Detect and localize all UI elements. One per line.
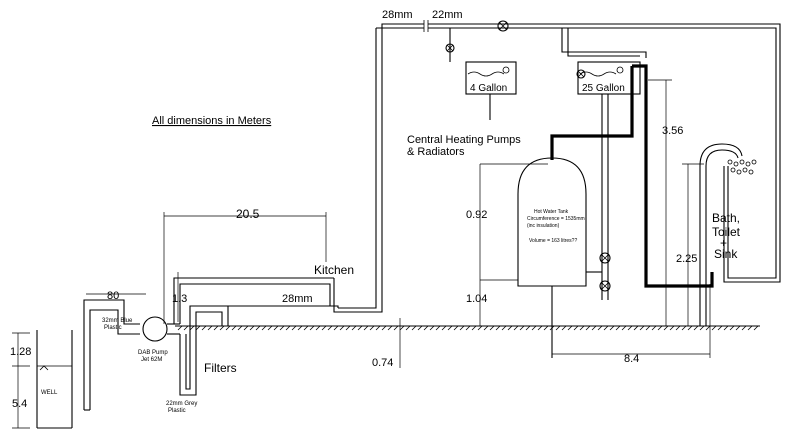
shower-head xyxy=(699,143,757,175)
top-valve xyxy=(497,20,509,32)
kitchen-label: Kitchen xyxy=(314,263,354,277)
bath-line-4: Sink xyxy=(714,247,738,261)
dim-54: 5.4 xyxy=(12,398,27,410)
svg-text:2.25: 2.25 xyxy=(676,253,697,265)
pump-model: Jet 62M xyxy=(141,357,162,363)
svg-text:20.5: 20.5 xyxy=(236,207,260,221)
hwt-line-4: Volume = 163 litres?? xyxy=(529,238,577,244)
pipe-grey-label-1: 22mm Grey xyxy=(166,401,197,407)
main-riser xyxy=(333,23,424,313)
pipe-28mm-top: 28mm xyxy=(382,9,413,21)
well-label: WELL xyxy=(41,390,58,396)
hot-water-tank: Hot Water Tank Circumference = 1535mm (i… xyxy=(517,157,587,287)
pipe-blue-label-1: 32mm Blue xyxy=(102,318,133,324)
bath-line-1: Bath, xyxy=(712,211,740,225)
tank-4-label: 4 Gallon xyxy=(470,83,507,94)
svg-text:80: 80 xyxy=(107,290,119,302)
central-heating-line-2: & Radiators xyxy=(407,146,465,158)
filters-label: Filters xyxy=(204,361,237,375)
svg-text:1.3: 1.3 xyxy=(172,293,187,305)
pipe-28mm-lower: 28mm xyxy=(282,293,313,305)
ground-line xyxy=(175,325,760,331)
pipe-blue-label-2: Plastic xyxy=(104,325,122,331)
dim-356: 3.56 xyxy=(648,79,683,326)
dim-13: 1.3 xyxy=(172,272,187,322)
kitchen-pipe xyxy=(228,305,339,308)
pump-label: DAB Pump xyxy=(138,350,168,356)
dim-80: 80 xyxy=(86,290,146,302)
dim-092: 0.92 1.04 xyxy=(466,163,548,326)
tank-25-label: 25 Gallon xyxy=(582,83,625,94)
dim-104: 1.04 xyxy=(466,293,487,305)
svg-text:0.92: 0.92 xyxy=(466,209,487,221)
dim-128: 1.28 xyxy=(10,346,31,358)
well-suction-pipe xyxy=(83,299,140,372)
svg-text:3.56: 3.56 xyxy=(662,125,683,137)
hot-water-pipe xyxy=(632,64,714,288)
svg-text:0.74: 0.74 xyxy=(372,357,393,369)
dimensions-note: All dimensions in Meters xyxy=(152,115,272,127)
central-heating-line-1: Central Heating Pumps xyxy=(407,134,521,146)
pipe-22mm-top: 22mm xyxy=(432,9,463,21)
hwt-line-3: (inc insulation) xyxy=(527,223,560,229)
valve-25g xyxy=(576,69,586,79)
svg-text:8.4: 8.4 xyxy=(624,353,639,365)
bath-line-3: + xyxy=(720,236,727,250)
dim-well-height: 1.28 5.4 xyxy=(10,332,31,429)
pipe-grey-label-2: Plastic xyxy=(168,408,186,414)
valve-4g xyxy=(445,43,455,53)
hwt-line-2: Circumference = 1535mm xyxy=(527,216,585,222)
well: WELL xyxy=(36,330,73,429)
pipe-22mm-grey xyxy=(179,311,223,396)
tank-valve-2 xyxy=(599,280,611,292)
tank-valve-1 xyxy=(599,252,611,264)
hwt-line-1: Hot Water Tank xyxy=(534,209,569,215)
dim-205: 20.5 xyxy=(163,207,327,324)
tank-4-gallon: 4 Gallon xyxy=(465,61,517,95)
tank-25-gallon: 25 Gallon xyxy=(577,61,641,95)
dim-84: 8.4 xyxy=(552,284,711,365)
dim-074: 0.74 xyxy=(372,318,401,369)
bath-line-2: Toilet xyxy=(712,225,741,239)
